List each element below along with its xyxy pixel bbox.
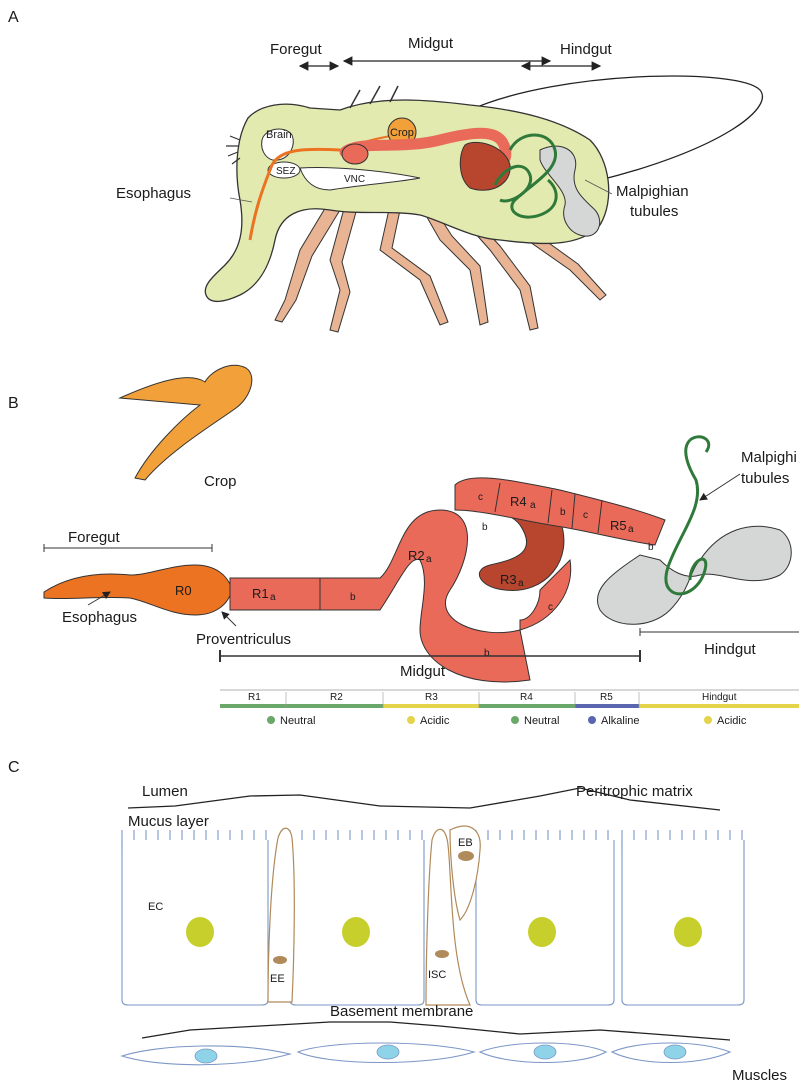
sez-label: SEZ — [276, 166, 295, 177]
malpighian-label-a-1: Malpighian — [616, 183, 689, 200]
ec-nucleus-3 — [528, 917, 556, 947]
r1-label: R1 — [252, 586, 269, 601]
hindgut-label-b: Hindgut — [704, 641, 757, 658]
r2-sub: a — [426, 554, 432, 565]
r3b-label: b — [482, 522, 488, 533]
foregut-label-a: Foregut — [270, 41, 323, 58]
proventriculus-a — [342, 144, 368, 164]
r0-shape — [44, 565, 232, 615]
r5-label: R5 — [610, 518, 627, 533]
crop-shape-b — [120, 365, 252, 480]
r3c-label: c — [548, 602, 553, 613]
foregut-label-b: Foregut — [68, 529, 121, 546]
crop-label-b: Crop — [204, 473, 237, 490]
r4c-label: c — [478, 492, 483, 503]
midgut-label-a: Midgut — [408, 35, 454, 52]
r4c2-label: c — [583, 510, 588, 521]
muscles-label: Muscles — [732, 1067, 787, 1084]
ec-nucleus-1 — [186, 917, 214, 947]
mucus-label: Mucus layer — [128, 813, 209, 830]
malpighian-label-b-2: tubules — [741, 470, 789, 487]
muscle-nucleus-1 — [195, 1049, 217, 1063]
region-r4-color — [479, 704, 575, 708]
eb-label: EB — [458, 837, 473, 849]
r5b-label: b — [648, 542, 654, 553]
region-r2-name: R2 — [330, 692, 343, 703]
panel-a-label: A — [8, 9, 19, 26]
proventriculus-label: Proventriculus — [196, 631, 291, 648]
isc-label: ISC — [428, 969, 446, 981]
esophagus-label-a: Esophagus — [116, 185, 191, 202]
midgut-label-b: Midgut — [400, 663, 446, 680]
malpighian-label-a-2: tubules — [630, 203, 678, 220]
region-r3-color — [383, 704, 479, 708]
ph-dot-acidic-2 — [704, 716, 712, 724]
r1-sub: a — [270, 592, 276, 603]
malpighian-pointer-b — [700, 474, 740, 500]
ee-nucleus — [273, 956, 287, 964]
basement-label: Basement membrane — [330, 1003, 473, 1020]
ph-label-neutral-2: Neutral — [524, 715, 559, 727]
panel-c-label: C — [8, 759, 20, 776]
ee-label: EE — [270, 973, 285, 985]
hindgut-shape-b — [597, 526, 791, 624]
region-r1-r2-color — [220, 704, 383, 708]
region-r3-name: R3 — [425, 692, 438, 703]
brain-label: Brain — [266, 129, 292, 141]
ec-nucleus-4 — [674, 917, 702, 947]
muscle-nucleus-2 — [377, 1045, 399, 1059]
ec-nucleus-2 — [342, 917, 370, 947]
region-r5-color — [575, 704, 639, 708]
r0-label: R0 — [175, 583, 192, 598]
region-r1-name: R1 — [248, 692, 261, 703]
muscle-nucleus-3 — [534, 1045, 556, 1059]
region-r5-name: R5 — [600, 692, 613, 703]
basement-membrane-line — [142, 1022, 730, 1040]
r3-lower-b: b — [484, 648, 490, 659]
panel-b-label: B — [8, 395, 19, 412]
hindgut-label-a: Hindgut — [560, 41, 613, 58]
esophagus-label-b: Esophagus — [62, 609, 137, 626]
r3-label: R3 — [500, 572, 517, 587]
crop-label-a: Crop — [390, 127, 414, 139]
region-bar: R1 R2 R3 R4 R5 Hindgut Neutral Acidic Ne… — [220, 690, 799, 727]
ph-label-neutral-1: Neutral — [280, 715, 315, 727]
ph-dot-acidic-1 — [407, 716, 415, 724]
r4-label: R4 — [510, 494, 527, 509]
r4-sub: a — [530, 500, 536, 511]
vnc-label: VNC — [344, 174, 365, 185]
muscle-nucleus-4 — [664, 1045, 686, 1059]
malpighian-label-b-1: Malpighi — [741, 449, 797, 466]
ph-label-alkaline: Alkaline — [601, 715, 640, 727]
r3-sub: a — [518, 578, 524, 589]
ec-label: EC — [148, 901, 163, 913]
r5-sub: a — [628, 524, 634, 535]
r4b-label: b — [560, 507, 566, 518]
ph-dot-neutral-2 — [511, 716, 519, 724]
ph-label-acidic-2: Acidic — [717, 715, 747, 727]
r1b-label: b — [350, 592, 356, 603]
eb-nucleus — [458, 851, 474, 861]
region-r4-name: R4 — [520, 692, 533, 703]
r2-label: R2 — [408, 548, 425, 563]
ph-dot-alkaline — [588, 716, 596, 724]
malpighian-tip-b — [690, 437, 709, 452]
region-hindgut-name: Hindgut — [702, 692, 737, 703]
proventriculus-pointer — [222, 612, 236, 626]
ph-dot-neutral-1 — [267, 716, 275, 724]
ph-label-acidic-1: Acidic — [420, 715, 450, 727]
isc-nucleus — [435, 950, 449, 958]
lumen-label: Lumen — [142, 783, 188, 800]
region-hindgut-color — [639, 704, 799, 708]
